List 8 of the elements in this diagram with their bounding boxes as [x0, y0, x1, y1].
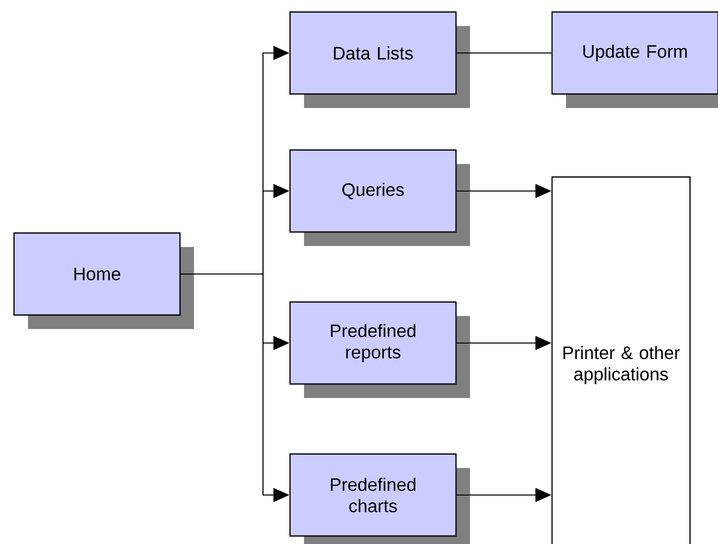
- process-box: Update Form: [551, 11, 718, 108]
- process-box: Printer & other applications: [551, 176, 691, 544]
- process-box: Predefined charts: [289, 453, 470, 544]
- process-box: Predefined reports: [289, 301, 470, 398]
- process-box: Queries: [289, 149, 470, 246]
- process-box: Data Lists: [289, 11, 470, 108]
- connector-line: [456, 52, 552, 54]
- process-box: Home: [13, 232, 194, 329]
